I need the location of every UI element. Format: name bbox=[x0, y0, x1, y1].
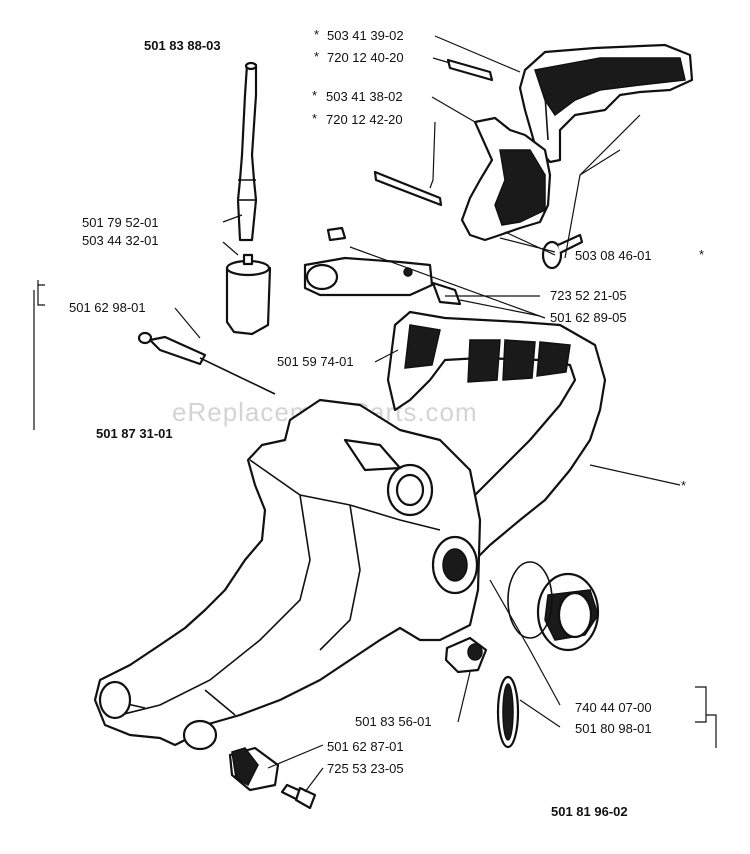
label-501-83-88-03: 501 83 88-03 bbox=[144, 38, 221, 53]
asterisk-6: * bbox=[681, 478, 686, 493]
label-725-53-23-05: 725 53 23-05 bbox=[327, 761, 404, 776]
fuel-filter bbox=[225, 253, 272, 336]
cable-holder bbox=[303, 256, 434, 297]
bushing-sleeve bbox=[444, 636, 488, 674]
pin-lower bbox=[373, 170, 443, 207]
asterisk-1: * bbox=[314, 27, 319, 42]
asterisk-5: * bbox=[699, 247, 704, 262]
label-501-59-74-01: 501 59 74-01 bbox=[277, 354, 354, 369]
asterisk-4: * bbox=[312, 111, 317, 126]
asterisk-2: * bbox=[314, 49, 319, 64]
part-labels: 501 83 88-03 * 503 41 39-02 * 720 12 40-… bbox=[69, 27, 704, 819]
label-740-44-07-00: 740 44 07-00 bbox=[575, 700, 652, 715]
label-501-87-31-01: 501 87 31-01 bbox=[96, 426, 173, 441]
label-503-41-38-02: 503 41 38-02 bbox=[326, 89, 403, 104]
asterisk-3: * bbox=[312, 88, 317, 103]
label-501-81-96-02: 501 81 96-02 bbox=[551, 804, 628, 819]
label-501-62-87-01: 501 62 87-01 bbox=[327, 739, 404, 754]
fuel-hose bbox=[236, 61, 258, 242]
oil-cap-strap bbox=[496, 675, 520, 749]
label-503-08-46-01: 503 08 46-01 bbox=[575, 248, 652, 263]
label-503-41-39-02: 503 41 39-02 bbox=[327, 28, 404, 43]
label-501-80-98-01: 501 80 98-01 bbox=[575, 721, 652, 736]
label-503-44-32-01: 503 44 32-01 bbox=[82, 233, 159, 248]
screw-cable bbox=[326, 226, 347, 242]
label-501-79-52-01: 501 79 52-01 bbox=[82, 215, 159, 230]
probe-tool bbox=[137, 331, 276, 395]
throttle-trigger bbox=[518, 43, 694, 164]
trigger-spring bbox=[541, 233, 584, 270]
label-720-12-40-20: 720 12 40-20 bbox=[327, 50, 404, 65]
throttle-lockout bbox=[460, 116, 552, 242]
label-720-12-42-20: 720 12 42-20 bbox=[326, 112, 403, 127]
screw bbox=[280, 783, 317, 810]
leader-lines bbox=[33, 35, 717, 793]
crankcase-housing bbox=[93, 310, 607, 751]
label-501-83-56-01: 501 83 56-01 bbox=[355, 714, 432, 729]
label-723-52-21-05: 723 52 21-05 bbox=[550, 288, 627, 303]
rubber-mount bbox=[228, 746, 280, 792]
small-bushing bbox=[431, 281, 462, 306]
label-501-62-89-05: 501 62 89-05 bbox=[550, 310, 627, 325]
oil-cap bbox=[507, 561, 600, 652]
pin-upper bbox=[446, 58, 494, 82]
label-501-62-98-01: 501 62 98-01 bbox=[69, 300, 146, 315]
